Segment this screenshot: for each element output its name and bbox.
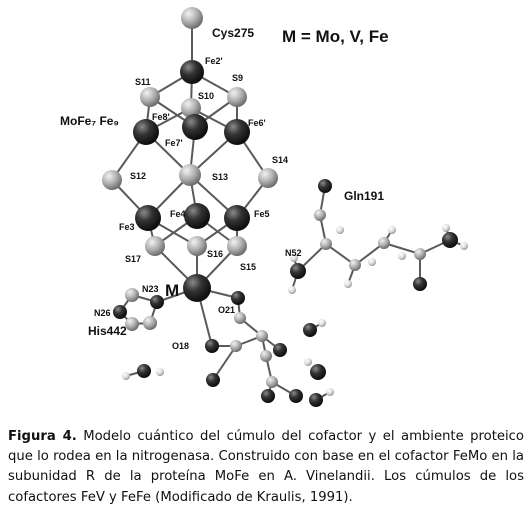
label-fe6: Fe6': [248, 118, 266, 128]
molecular-structure-figure: M = Mo, V, Fe Cys275 Fe2' S11 S9 S10 MoF…: [60, 7, 468, 407]
label-metal-m: M: [165, 281, 179, 300]
label-s10: S10: [198, 91, 214, 101]
label-s12: S12: [130, 171, 146, 181]
label-s14: S14: [272, 155, 288, 165]
label-s11: S11: [135, 77, 151, 87]
caption-label: Figura 4.: [8, 429, 77, 444]
label-fe3: Fe3: [119, 222, 135, 232]
label-s13: S13: [212, 172, 228, 182]
label-s16: S16: [207, 249, 223, 259]
metal-legend: M = Mo, V, Fe: [282, 27, 389, 46]
label-o18: O18: [172, 341, 189, 351]
label-fe4: Fe4: [170, 209, 186, 219]
atom-spheres: [102, 7, 468, 407]
label-fe5: Fe5: [254, 209, 270, 219]
label-fe7: Fe7': [165, 138, 183, 148]
label-n52: N52: [285, 248, 302, 258]
label-his442: His442: [88, 324, 127, 338]
caption-text: Modelo cuántico del cúmulo del cofactor …: [8, 429, 524, 505]
label-s15: S15: [240, 262, 256, 272]
label-mofe-cluster: MoFe₇ Fe₉: [60, 114, 119, 128]
label-n26: N26: [94, 308, 111, 318]
label-n23: N23: [142, 284, 159, 294]
label-fe8: Fe8': [152, 112, 170, 122]
label-s9: S9: [232, 73, 243, 83]
bond-network: [111, 18, 465, 401]
label-fe2: Fe2': [205, 56, 223, 66]
label-o21: O21: [218, 305, 235, 315]
label-cys275: Cys275: [212, 26, 254, 40]
atom-labels: M = Mo, V, Fe Cys275 Fe2' S11 S9 S10 MoF…: [60, 26, 389, 351]
figure-caption: Figura 4. Modelo cuántico del cúmulo del…: [8, 427, 524, 508]
label-s17: S17: [125, 254, 141, 264]
label-gln191: Gln191: [344, 189, 384, 203]
